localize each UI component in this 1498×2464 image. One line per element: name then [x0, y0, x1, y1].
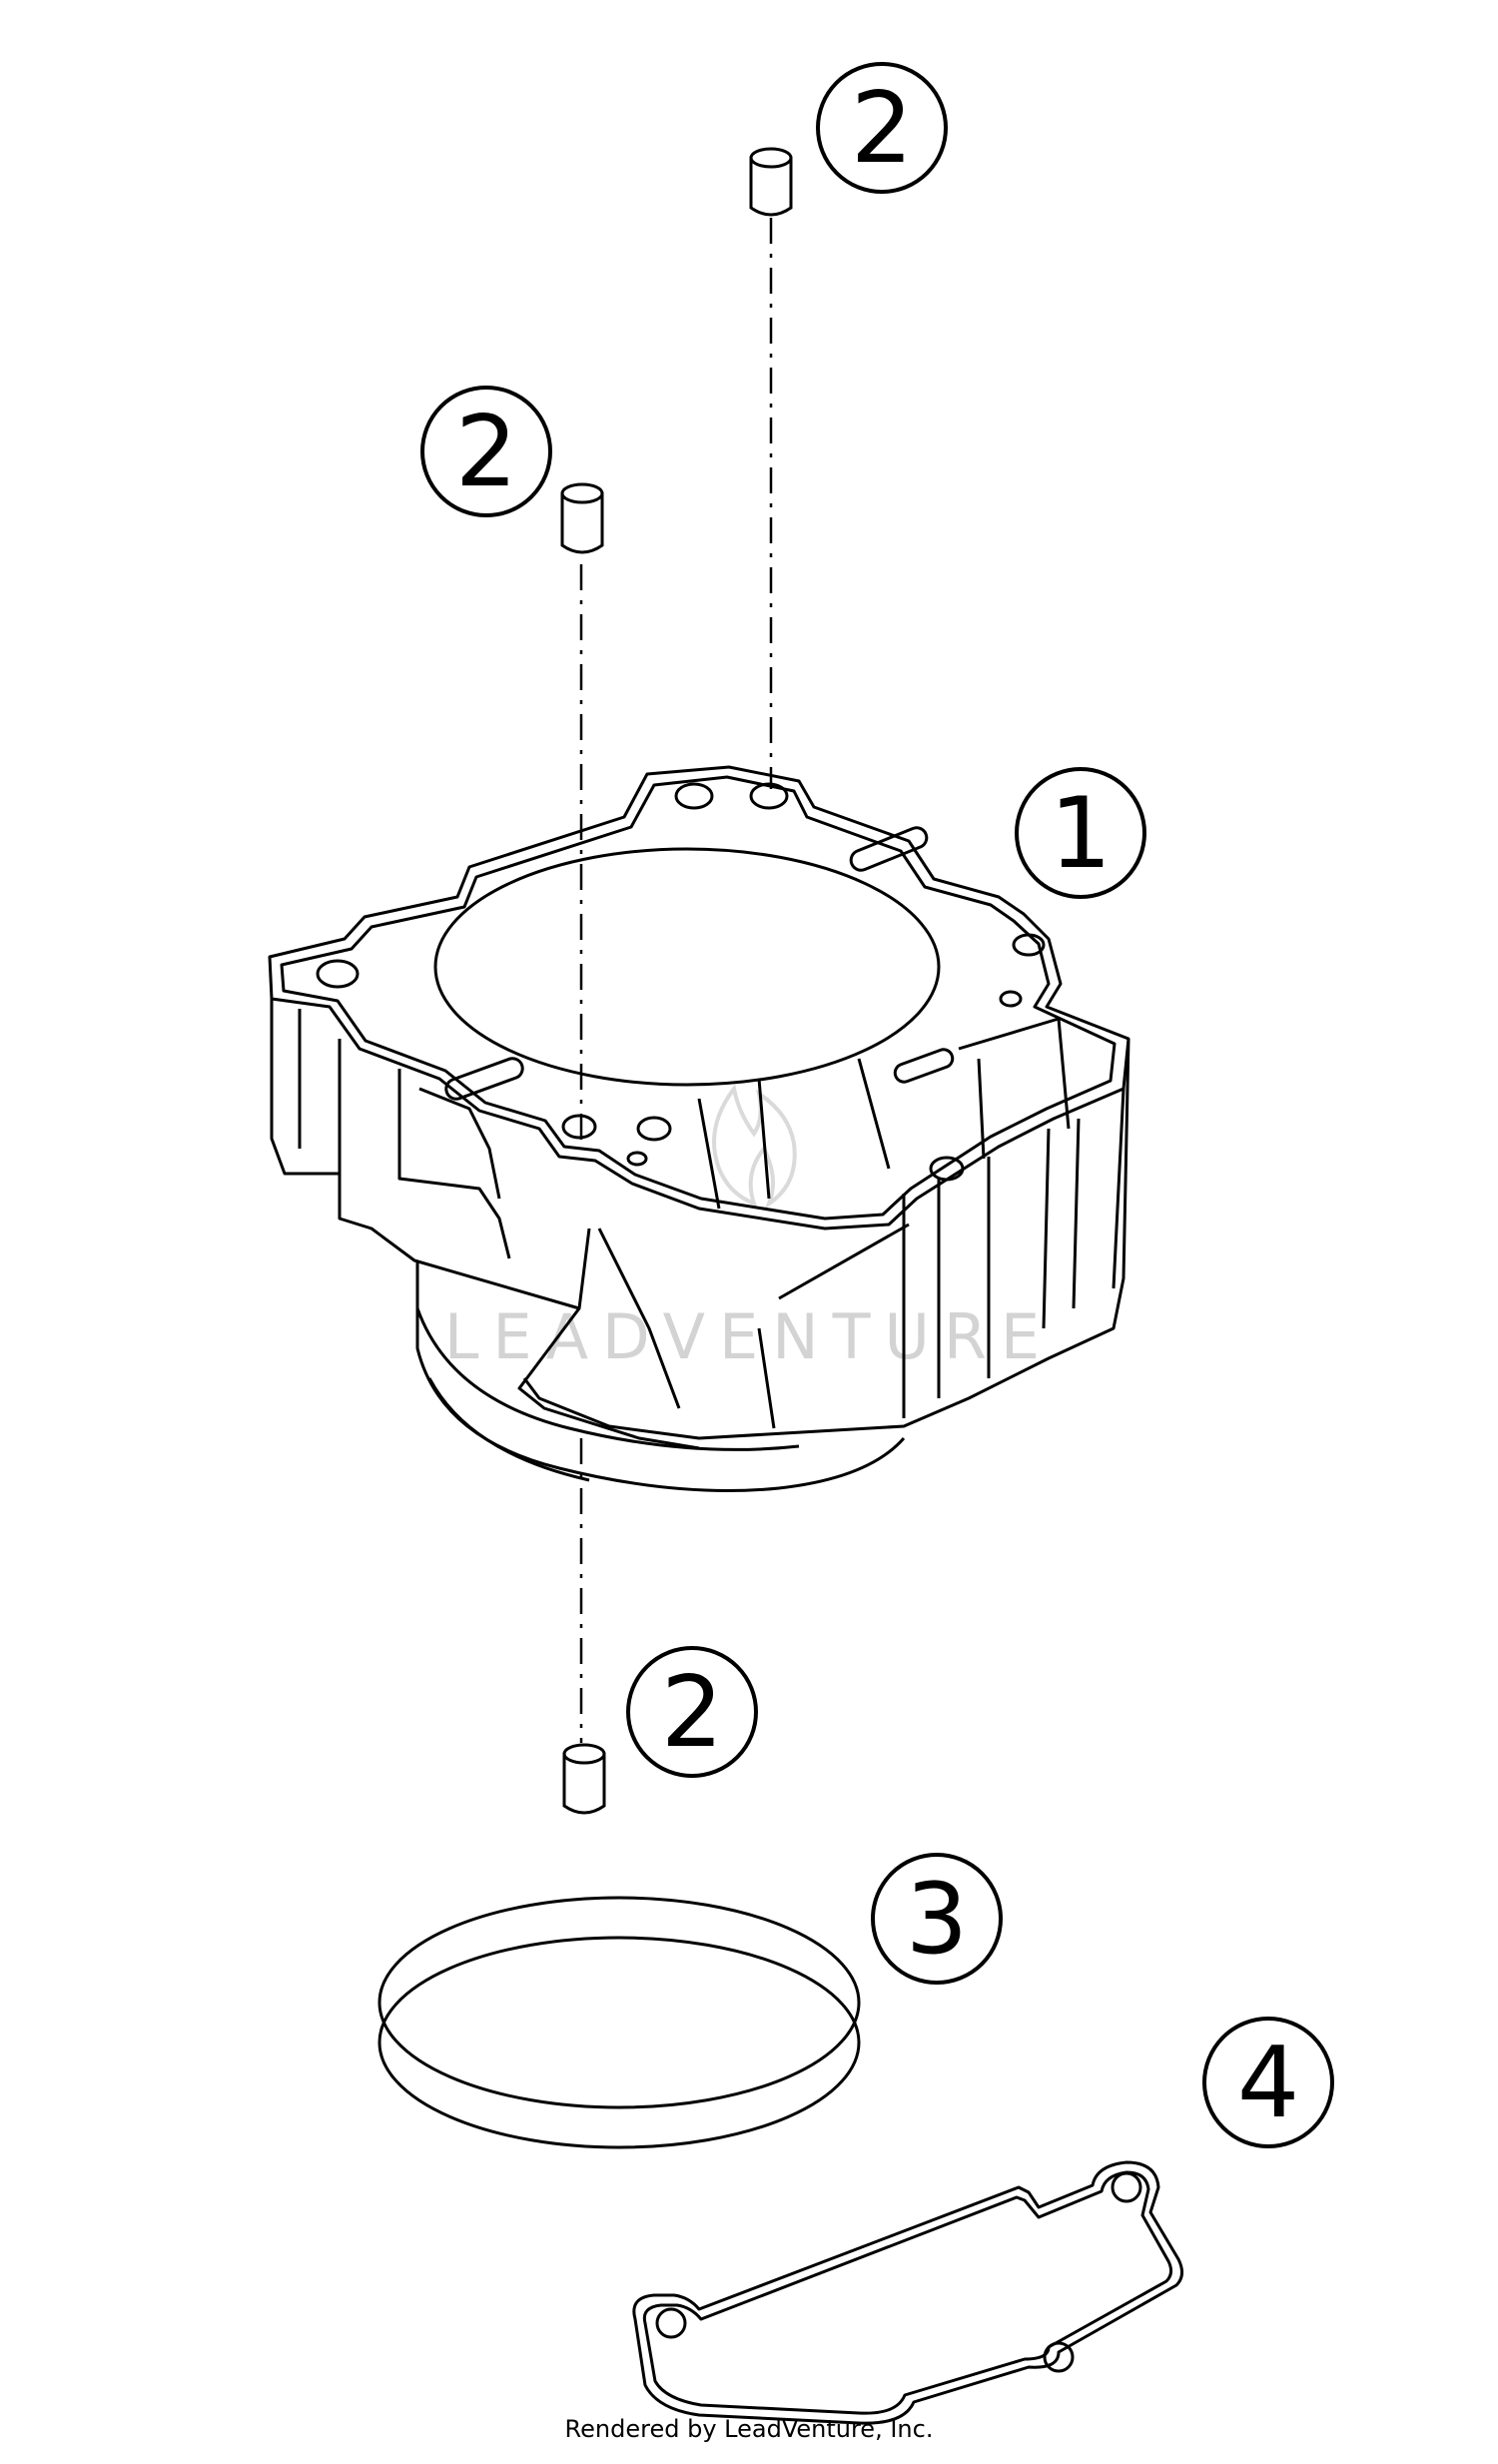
- callout-3-label: 3: [906, 1863, 968, 1977]
- callout-2-top-left-label: 2: [455, 396, 517, 509]
- cylinder-skirt: [415, 1260, 906, 1492]
- dowel-pin-top-left: [560, 482, 604, 554]
- dowel-pin-top-right: [749, 147, 793, 217]
- exhaust-gasket: [632, 2160, 1183, 2425]
- callout-1: 1: [1015, 767, 1146, 899]
- callout-2-top-left: 2: [420, 386, 552, 517]
- dowel-pin-bottom: [562, 1743, 606, 1815]
- callout-3: 3: [871, 1853, 1003, 1985]
- watermark-logo: [712, 1084, 797, 1210]
- callout-4-label: 4: [1237, 2027, 1299, 2140]
- cylinder-bore: [433, 847, 941, 1087]
- o-ring: [377, 1896, 861, 2149]
- watermark: LEADVENTURE: [444, 1084, 1054, 1373]
- cylinder: [268, 765, 1130, 1492]
- cylinder-body-right: [522, 1038, 1130, 1440]
- callout-2-bottom: 2: [626, 1646, 758, 1778]
- alignment-lines: [579, 218, 773, 1743]
- footer-credit: Rendered by LeadVenture, Inc.: [564, 2415, 934, 2443]
- cylinder-flange-inner: [280, 775, 1117, 1221]
- callout-2-bottom-label: 2: [661, 1656, 723, 1770]
- callout-4: 4: [1202, 2017, 1334, 2148]
- exhaust-port: [597, 1223, 910, 1429]
- callout-1-label: 1: [1050, 777, 1112, 891]
- callout-2-top-right: 2: [816, 62, 948, 194]
- watermark-text: LEADVENTURE: [444, 1300, 1054, 1373]
- cylinder-body-left: [270, 999, 591, 1310]
- callout-2-top-right-label: 2: [851, 72, 913, 186]
